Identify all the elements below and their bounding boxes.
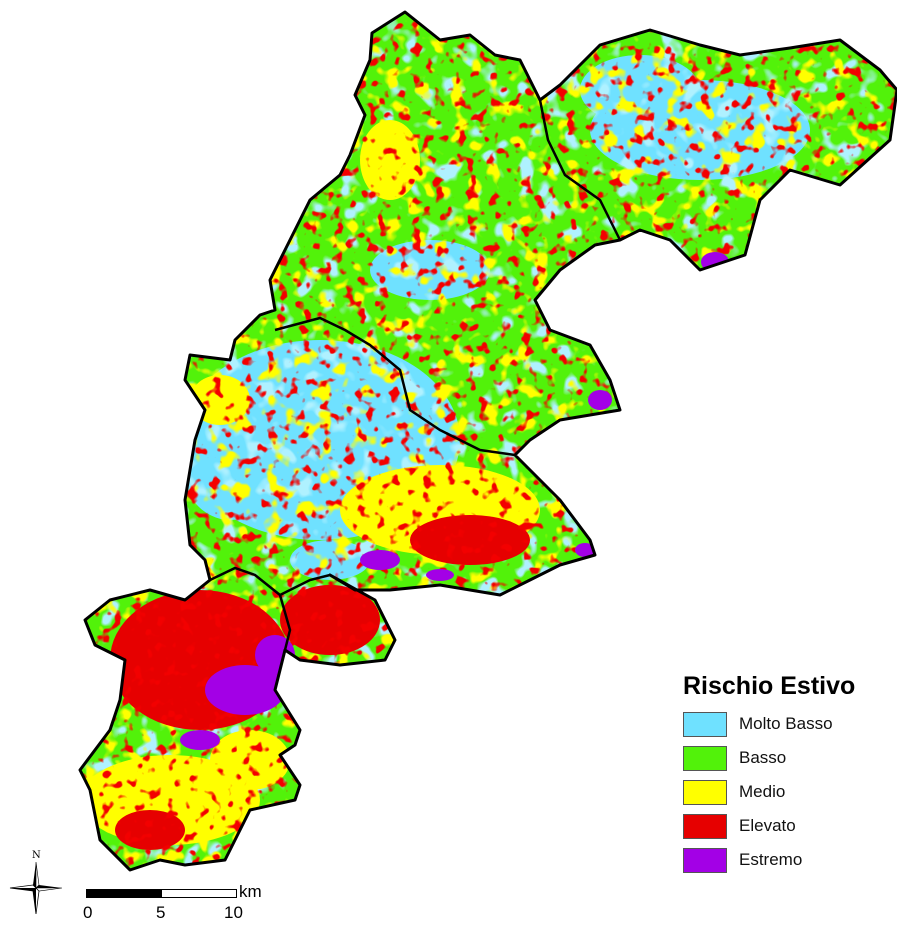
scale-bar-segment-empty bbox=[161, 889, 237, 898]
scale-bar: 0 5 10 km bbox=[83, 882, 286, 929]
zone-estremo bbox=[180, 730, 220, 750]
zone-estremo bbox=[426, 569, 454, 581]
zone-estremo bbox=[255, 635, 295, 675]
legend-label: Estremo bbox=[739, 850, 803, 869]
legend-title: Rischio Estivo bbox=[683, 672, 856, 700]
legend-item-medio: Medio bbox=[683, 775, 883, 809]
legend-swatch bbox=[683, 711, 727, 737]
subbasin-boundary bbox=[279, 573, 331, 597]
scale-tick-5: 5 bbox=[156, 903, 166, 922]
legend-label: Molto Basso bbox=[739, 714, 833, 733]
legend-swatch bbox=[683, 847, 727, 873]
north-letter: N bbox=[32, 850, 41, 861]
legend: Rischio Estivo Molto Basso Basso Medio E… bbox=[683, 672, 883, 877]
legend-item-basso: Basso bbox=[683, 741, 883, 775]
legend-swatch bbox=[683, 779, 727, 805]
scale-tick-0: 0 bbox=[83, 903, 93, 922]
scale-unit: km bbox=[239, 882, 262, 901]
legend-label: Elevato bbox=[739, 816, 796, 835]
zone-estremo bbox=[205, 665, 285, 715]
legend-swatch bbox=[683, 745, 727, 771]
subbasin-boundary bbox=[274, 316, 516, 457]
legend-swatch bbox=[683, 813, 727, 839]
legend-item-estremo: Estremo bbox=[683, 843, 883, 877]
zone-estremo bbox=[588, 390, 612, 410]
legend-label: Basso bbox=[739, 748, 787, 767]
legend-item-molto-basso: Molto Basso bbox=[683, 707, 883, 741]
scale-tick-10: 10 bbox=[224, 903, 243, 922]
subbasin-boundary bbox=[209, 566, 292, 651]
subbasin-boundary bbox=[538, 99, 622, 241]
region-boundary bbox=[78, 10, 897, 872]
north-arrow: N bbox=[8, 850, 64, 916]
zone-estremo bbox=[360, 550, 400, 570]
scale-bar-segment-filled bbox=[86, 889, 162, 898]
north-arrow-icon bbox=[9, 861, 63, 915]
legend-label: Medio bbox=[739, 782, 786, 801]
legend-item-elevato: Elevato bbox=[683, 809, 883, 843]
zone-estremo bbox=[575, 543, 595, 557]
